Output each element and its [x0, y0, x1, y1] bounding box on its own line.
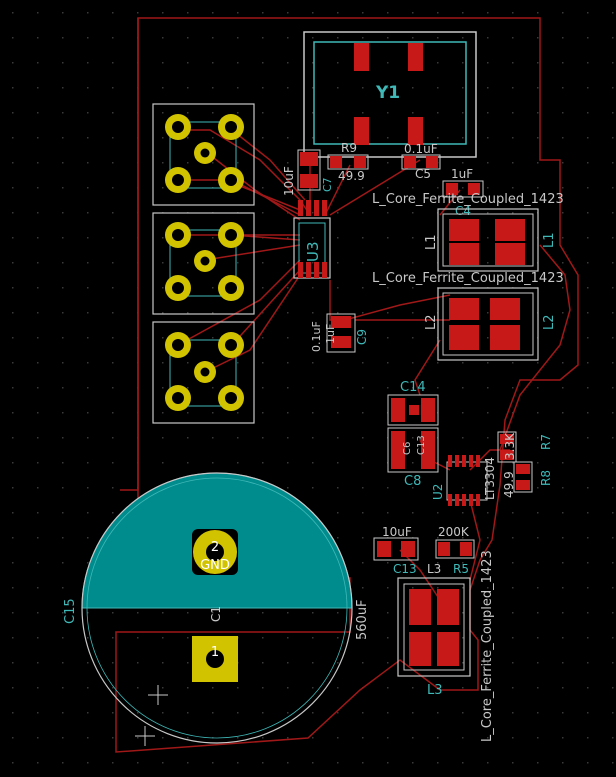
r9-value: 49.9 [338, 169, 365, 183]
c15-fab-outline [86, 477, 348, 739]
l1-value: L_Core_Ferrite_Coupled_1423 [372, 192, 564, 207]
r8-value: 49.9 [502, 471, 516, 498]
c5-value: 1uF [451, 167, 473, 181]
l2-ref-left: L2 [424, 314, 439, 330]
y1-pad-4[interactable] [408, 117, 423, 145]
c9-ref: C9 [355, 329, 369, 345]
r5-value: 200K [438, 525, 470, 539]
connector-j3[interactable] [152, 321, 255, 424]
connector-j1[interactable] [152, 103, 255, 206]
c13-inner: C13 [416, 435, 427, 455]
resistor-r9[interactable]: R9 49.9 [327, 141, 369, 183]
r7-ref: R7 [539, 434, 553, 450]
c9-value: 0.1uF [310, 321, 323, 352]
c13-value: 10uF [382, 525, 412, 539]
c5-ref: C5 [415, 167, 431, 181]
capacitor-c15[interactable]: 2 GND 1 C15 560uF C1 [63, 529, 370, 682]
pin1-pad-number: 1 [211, 645, 219, 660]
ic-u2[interactable]: U2 LT3304 [431, 455, 497, 506]
l2-value: L_Core_Ferrite_Coupled_1423 [372, 271, 564, 286]
y1-ref: Y1 [375, 83, 400, 103]
capacitor-c14[interactable]: C14 [387, 380, 439, 426]
c7-ref: C7 [321, 177, 334, 192]
y1-pad-1[interactable] [354, 43, 369, 71]
gnd-pad-name: GND [200, 558, 230, 573]
c15-silk-outline [81, 472, 353, 744]
c13-ref: C13 [393, 562, 417, 576]
connector-j2[interactable] [152, 212, 255, 315]
c15-ref: C15 [63, 598, 78, 624]
resistor-r8[interactable]: 49.9 R8 [502, 461, 553, 498]
resistor-r7[interactable]: 3.3K R7 [497, 431, 553, 463]
l1-ref-left: L1 [424, 234, 439, 250]
c8-ref: C8 [404, 474, 421, 489]
u3-ref: U3 [304, 241, 322, 262]
polarity-marker [135, 685, 168, 746]
crystal-y1[interactable]: Y1 [303, 31, 477, 158]
capacitor-c5[interactable]: C5 1uF [415, 167, 473, 181]
capacitor-c13[interactable]: 10uF C13 [373, 525, 419, 576]
c7-value: 10uF [282, 166, 296, 196]
l3-value: L_Core_Ferrite_Coupled_1423 [480, 550, 495, 742]
u2-value: LT3304 [483, 457, 497, 500]
c14-ref: C14 [400, 380, 426, 395]
capacitor-c9[interactable]: 0.1uF 1uF C9 [310, 313, 369, 353]
ic-u3[interactable]: U3 [293, 200, 331, 279]
c1-ref: C1 [209, 606, 223, 622]
y1-pad-3[interactable] [354, 117, 369, 145]
c6-inner: C6 [402, 442, 413, 455]
c15-value: 560uF [355, 599, 370, 640]
capacitor-c6[interactable]: 0.1uF [401, 142, 441, 170]
r8-ref: R8 [539, 470, 553, 486]
inductor-l1[interactable]: L_Core_Ferrite_Coupled_1423 L1 L1 [372, 192, 564, 272]
c6-value: 0.1uF [404, 142, 438, 156]
l3-top-ref: L3 [427, 562, 441, 576]
l1-ref-right: L1 [542, 232, 557, 248]
r7-value: 3.3K [503, 432, 517, 460]
y1-pad-2[interactable] [408, 43, 423, 71]
resistor-r5[interactable]: 200K R5 [435, 525, 475, 576]
traces [177, 129, 571, 601]
l2-ref-right: L2 [542, 314, 557, 330]
capacitor-c8[interactable]: C8 C6 C13 [387, 427, 439, 489]
gnd-pad-number: 2 [211, 540, 219, 555]
r5-ref: R5 [453, 562, 469, 576]
r9-ref: R9 [341, 141, 357, 155]
capacitor-c7[interactable]: 10uF C7 [282, 149, 334, 196]
l3-ref: L3 [427, 683, 443, 698]
inductor-l3[interactable]: L3 L3 L_Core_Ferrite_Coupled_1423 [397, 550, 495, 742]
c9b-value: 1uF [324, 324, 337, 344]
inductor-l2[interactable]: L_Core_Ferrite_Coupled_1423 L2 L2 [372, 271, 564, 361]
u2-ref: U2 [431, 484, 445, 500]
